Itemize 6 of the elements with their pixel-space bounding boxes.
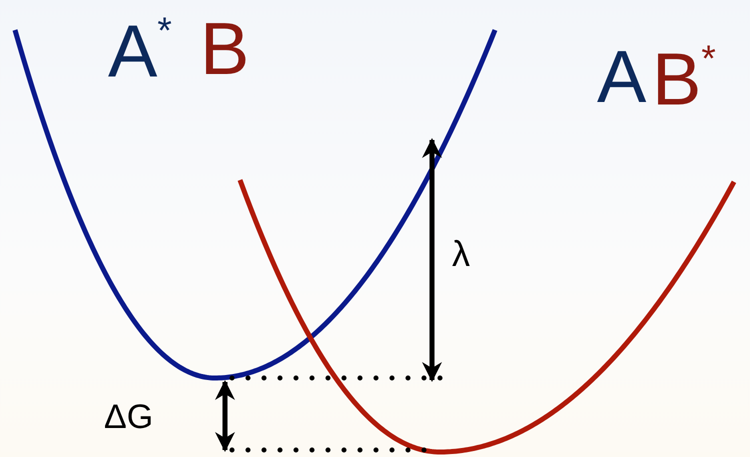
state-label: A$^{*}$ — [108, 12, 172, 88]
free-energy-label: ΔG — [104, 400, 154, 434]
state-label: B$^{*}$ — [652, 40, 716, 116]
state-label: A — [597, 40, 646, 114]
reorganization-energy-label: λ — [452, 236, 470, 272]
state-label: B — [200, 12, 250, 86]
